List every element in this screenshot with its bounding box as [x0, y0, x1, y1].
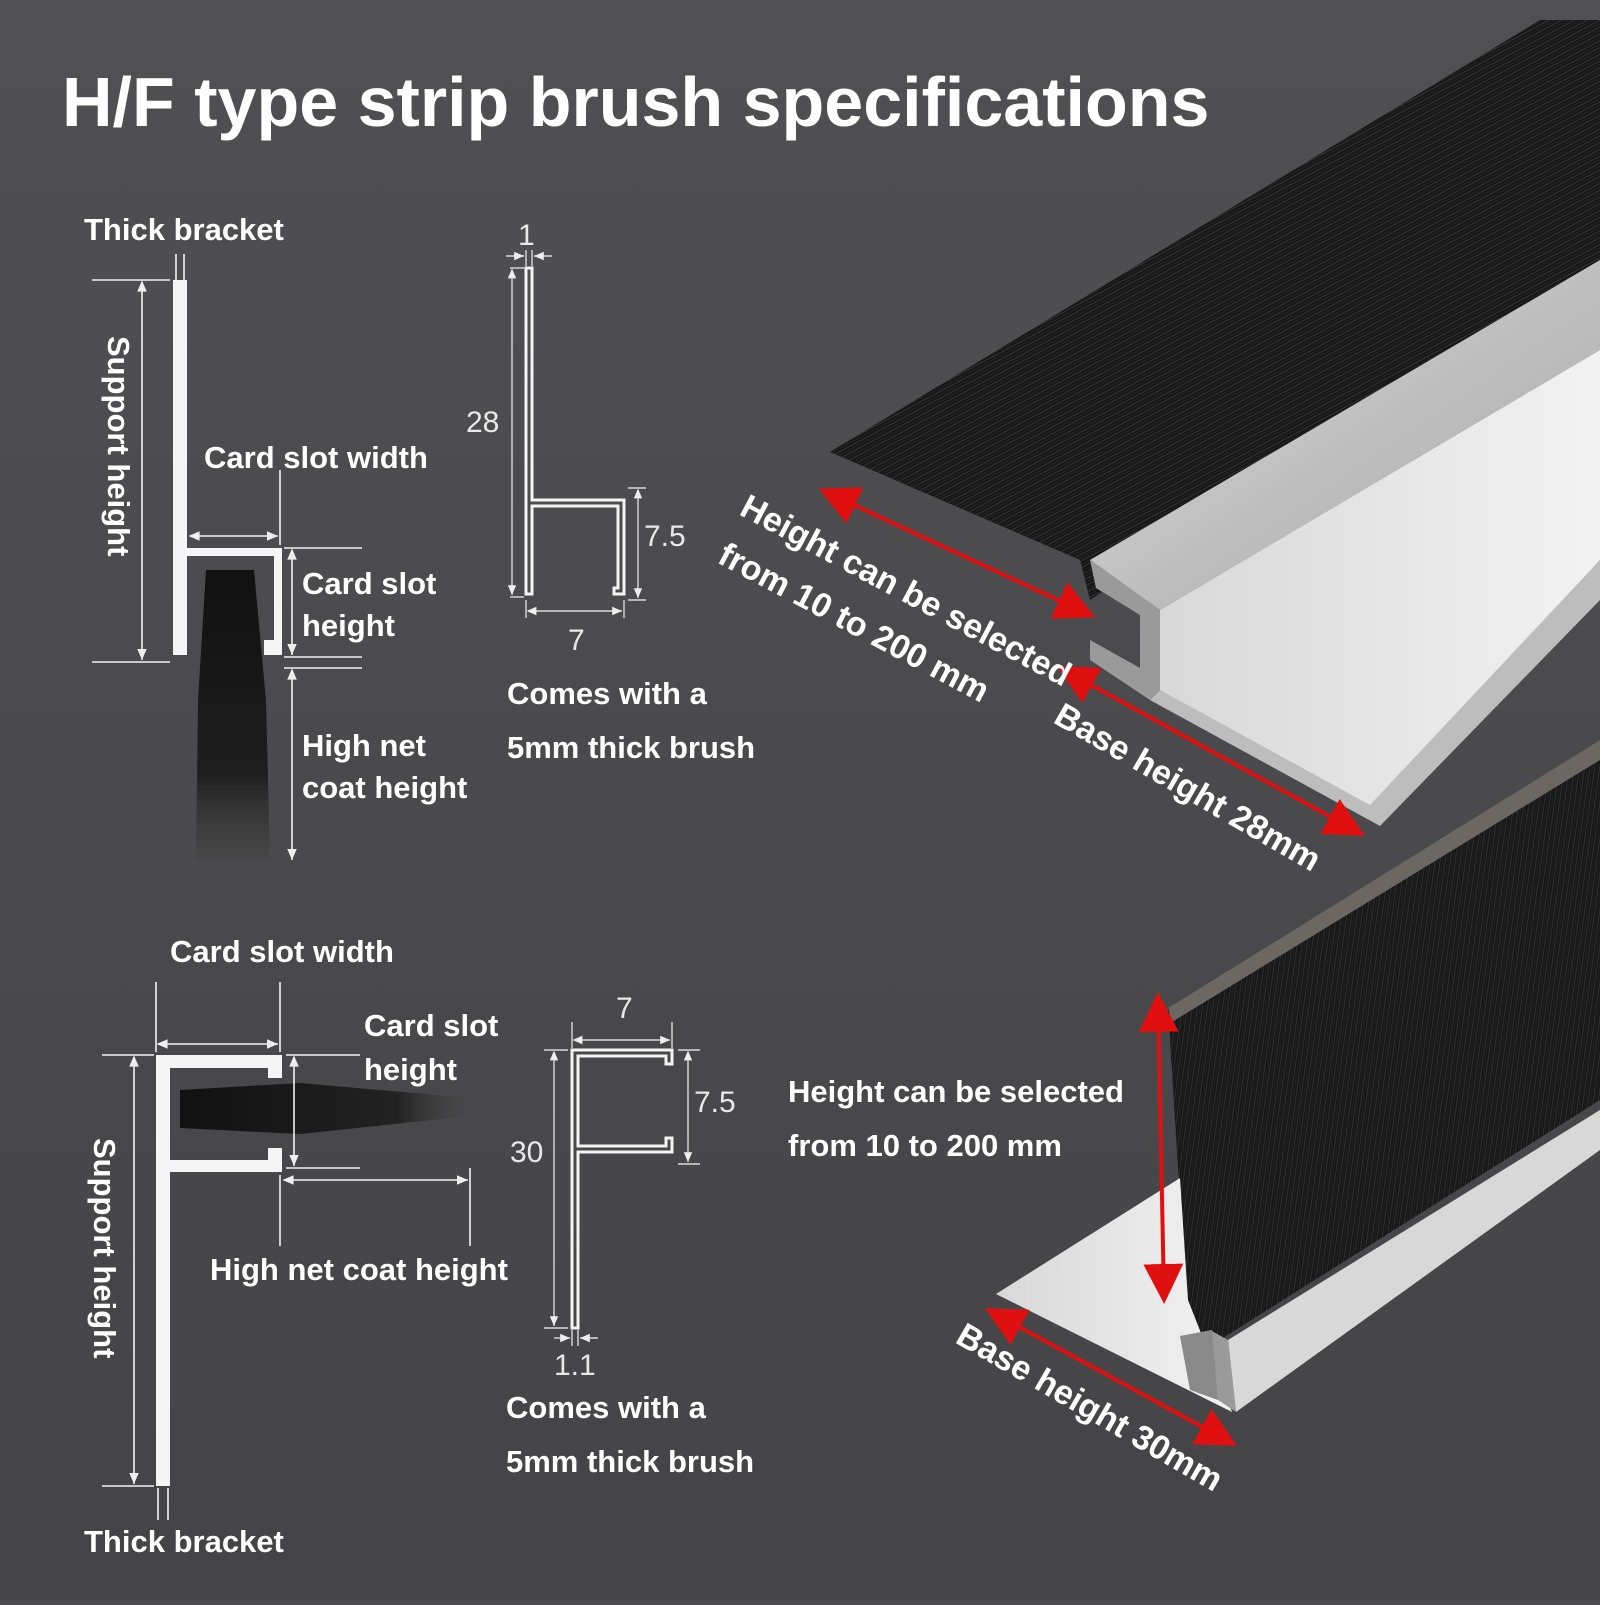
h-high-net-label-2: coat height [302, 770, 467, 805]
f-brush-note-2: 5mm thick brush [506, 1444, 754, 1479]
h-card-slot-height-label-2: height [302, 608, 395, 643]
page-title: H/F type strip brush specifications [62, 63, 1209, 141]
h-brush-note-2: 5mm thick brush [507, 730, 755, 765]
h-dim-slot-width: 7 [568, 624, 585, 657]
f-photo-height-label-2: from 10 to 200 mm [788, 1128, 1062, 1163]
f-photo-rail-face [1228, 1110, 1600, 1412]
f-product-photo [984, 740, 1600, 1446]
h-photo-bristles [830, 20, 1600, 600]
f-brush-note-1: Comes with a [506, 1390, 707, 1425]
h-card-slot-height-label-1: Card slot [302, 566, 436, 601]
h-support-height-label: Support height [101, 336, 136, 556]
f-dimension-drawing [544, 1022, 700, 1346]
f-thick-bracket-label: Thick bracket [84, 1524, 284, 1559]
h-dimension-drawing [506, 250, 646, 618]
f-photo-bristle-tips [1168, 740, 1600, 1022]
h-dim-thickness: 1 [518, 219, 535, 252]
h-type-cross-section [92, 254, 362, 860]
h-dim-slot-height: 7.5 [644, 520, 686, 553]
h-high-net-label-1: High net [302, 728, 426, 763]
f-card-slot-height-label-1: Card slot [364, 1008, 498, 1043]
h-thick-bracket-label: Thick bracket [84, 212, 284, 247]
h-brush-note-1: Comes with a [507, 676, 708, 711]
h-brush-bristles [196, 570, 270, 860]
f-card-slot-width-label: Card slot width [170, 934, 394, 969]
h-dim-height: 28 [466, 406, 499, 439]
f-high-net-label: High net coat height [210, 1252, 508, 1287]
f-brush-bristles [180, 1083, 470, 1134]
f-dim-height: 30 [510, 1136, 543, 1169]
f-dim-slot-width: 7 [616, 992, 633, 1025]
h-card-slot-width-label: Card slot width [204, 440, 428, 475]
f-type-cross-section [102, 982, 471, 1520]
f-photo-bristles [1168, 740, 1600, 1360]
h-product-photo [818, 20, 1600, 836]
f-support-height-label: Support height [87, 1138, 122, 1358]
h-profile-shape [173, 280, 282, 655]
f-dim-thickness: 1.1 [554, 1349, 596, 1382]
h-photo-rail-top [1090, 260, 1600, 610]
f-photo-height-label-1: Height can be selected [788, 1074, 1124, 1109]
f-dim-slot-height: 7.5 [694, 1086, 736, 1119]
f-profile-shape [156, 1055, 282, 1486]
h-photo-profile-end [1090, 560, 1160, 700]
f-card-slot-height-label-2: height [364, 1052, 457, 1087]
